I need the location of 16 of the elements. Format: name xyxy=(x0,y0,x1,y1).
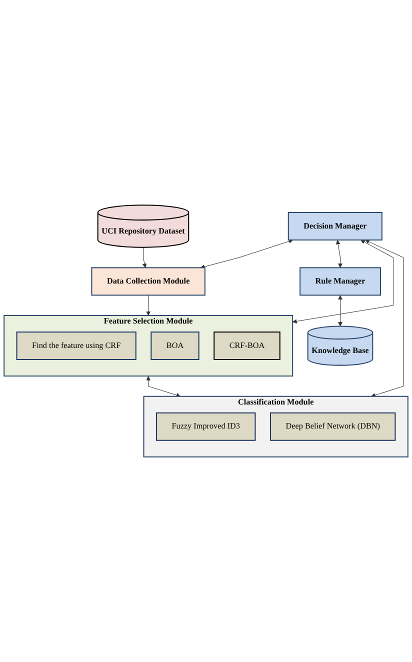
arrow xyxy=(200,239,294,269)
arrow xyxy=(336,240,342,268)
arrow xyxy=(142,247,147,268)
node-box: Find the feature using CRF xyxy=(16,332,136,360)
arrow xyxy=(365,240,404,398)
node-box: CRF-BOA xyxy=(214,332,280,360)
node-box: Data Collection Module xyxy=(91,267,206,296)
arrow xyxy=(338,295,342,326)
arrow xyxy=(292,240,394,324)
node-box: BOA xyxy=(150,332,200,360)
node-box: Deep Belief Network (DBN) xyxy=(270,412,396,441)
arrow xyxy=(146,294,151,316)
node-box: Fuzzy Improved ID3 xyxy=(156,412,256,441)
arrow xyxy=(146,376,181,398)
node-box: Rule Manager xyxy=(300,267,381,296)
node-box: Decision Manager xyxy=(288,212,382,240)
